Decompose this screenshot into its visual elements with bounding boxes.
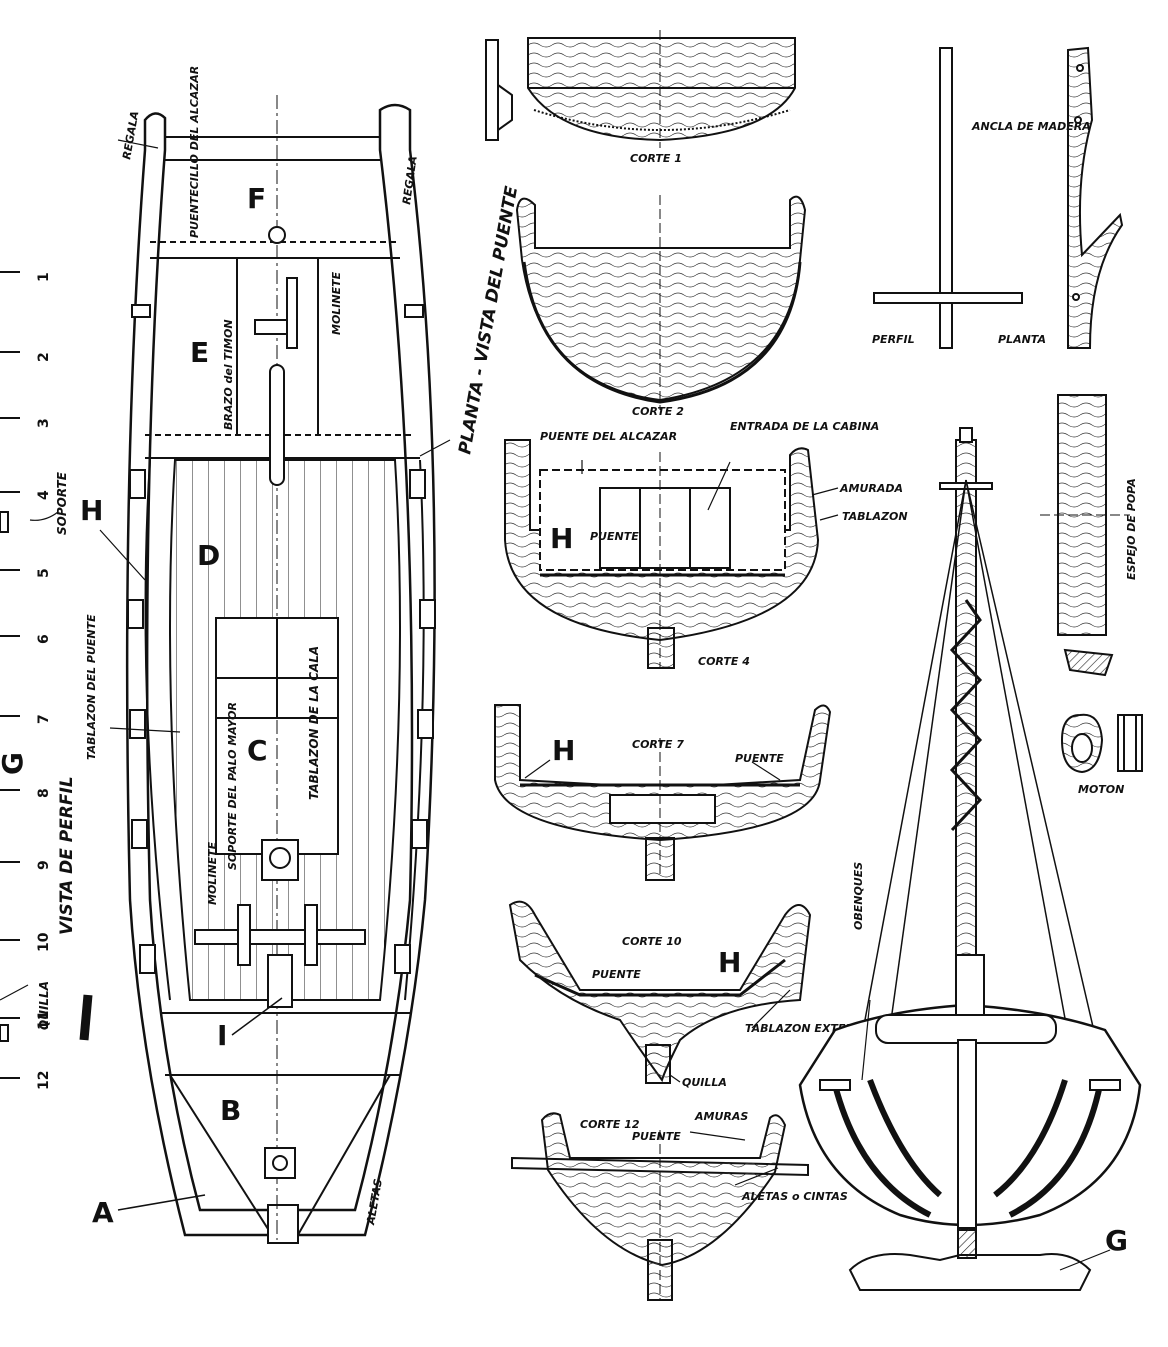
corte-7-shape: [494, 704, 832, 842]
letter-h-plan: H: [80, 494, 103, 527]
corte-2-shape: [515, 195, 807, 402]
corte-4-tablazon: TABLAZON: [842, 510, 908, 523]
wooden-anchor: [873, 46, 1124, 349]
corte-10-puente: PUENTE: [592, 968, 641, 981]
corte-4-puente: PUENTE: [590, 530, 639, 543]
hull-outline: [125, 103, 436, 1237]
sections: [485, 30, 839, 1301]
letter-a: A: [92, 1196, 114, 1229]
station-9: 9: [36, 860, 52, 870]
stern-parts: [1040, 394, 1143, 774]
corte-7-puente: PUENTE: [735, 752, 784, 765]
station-12: 12: [36, 1071, 52, 1090]
station-3: 3: [36, 418, 52, 428]
corte-7-letter-h: H: [552, 734, 575, 767]
letter-d: D: [197, 539, 220, 572]
corte-10-letter-h: H: [718, 946, 741, 979]
station-2: 2: [36, 352, 52, 362]
corte-12-puente: PUENTE: [632, 1130, 681, 1143]
anchor-perfil: PERFIL: [872, 333, 915, 346]
corte-4-letter-h: H: [550, 522, 573, 555]
corte-10-shape: [508, 900, 812, 1083]
corte-12-shape: [540, 1112, 787, 1267]
corte-10-quilla: QUILLA: [682, 1076, 727, 1089]
station-8: 8: [36, 788, 52, 798]
label-regala-top: REGALA: [120, 110, 141, 161]
corte-12-aletas: ALETAS o CINTAS: [741, 1190, 848, 1203]
label-tablazon-puente: TABLAZON DEL PUENTE: [85, 614, 98, 760]
station-5: 5: [36, 568, 52, 578]
corte-7-title: CORTE 7: [632, 738, 684, 751]
stern-moton: MOTON: [1078, 783, 1124, 796]
corte-4-entrada: ENTRADA DE LA CABINA: [730, 420, 879, 433]
letter-g-profile: G: [0, 752, 29, 775]
station-7: 7: [36, 714, 52, 724]
station-6: 6: [36, 634, 52, 644]
corte-2-title: CORTE 2: [632, 405, 684, 418]
letter-b: B: [220, 1094, 241, 1127]
station-4: 4: [36, 490, 52, 500]
label-brazo-timon: BRAZO del TIMON: [222, 319, 235, 430]
bow-view: [798, 427, 1142, 1291]
letter-e: E: [190, 336, 209, 369]
corte-12-amuras: AMURAS: [694, 1110, 748, 1123]
label-molinete-bottom: MOLINETE: [206, 841, 219, 905]
anchor-planta: PLANTA: [998, 333, 1046, 346]
corte-4-title: CORTE 4: [698, 655, 750, 668]
corte-4-amurada: AMURADA: [839, 482, 903, 495]
corte-10-title: CORTE 10: [622, 935, 682, 948]
stern-espejo: ESPEJO DE POPA: [1125, 478, 1138, 580]
plan-view: [99, 95, 451, 1244]
plan-view-title: PLANTA - VISTA DEL PUENTE: [455, 184, 522, 456]
anchor-title: ANCLA DE MADERA: [971, 120, 1091, 133]
label-molinete-top: MOLINETE: [330, 271, 343, 335]
corte-4-puente-alcazar: PUENTE DEL ALCAZAR: [540, 430, 677, 443]
station-1: 1: [36, 272, 52, 282]
letter-c: C: [247, 734, 268, 767]
station-10: 10: [36, 932, 52, 952]
profile-view-title: VISTA DE PERFIL: [57, 776, 77, 935]
label-soporte: SOPORTE: [55, 471, 69, 535]
profile-view: [0, 271, 93, 1079]
label-soporte-palo: SOPORTE DEL PALO MAYOR: [226, 702, 239, 870]
label-tablazon-cala: TABLAZON DE LA CALA: [307, 646, 321, 800]
label-puentecillo: PUENTECILLO DEL ALCAZAR: [188, 66, 201, 238]
letter-i: I: [217, 1019, 227, 1052]
label-quilla-profile: QUILLA: [37, 981, 51, 1030]
bow-obenques: OBENQUES: [852, 862, 865, 930]
station-11: 11: [36, 1011, 52, 1030]
corte-12-title: CORTE 12: [580, 1118, 640, 1131]
letter-f: F: [247, 182, 266, 215]
corte-1-title: CORTE 1: [630, 152, 682, 165]
bow-letter-g: G: [1105, 1224, 1128, 1257]
